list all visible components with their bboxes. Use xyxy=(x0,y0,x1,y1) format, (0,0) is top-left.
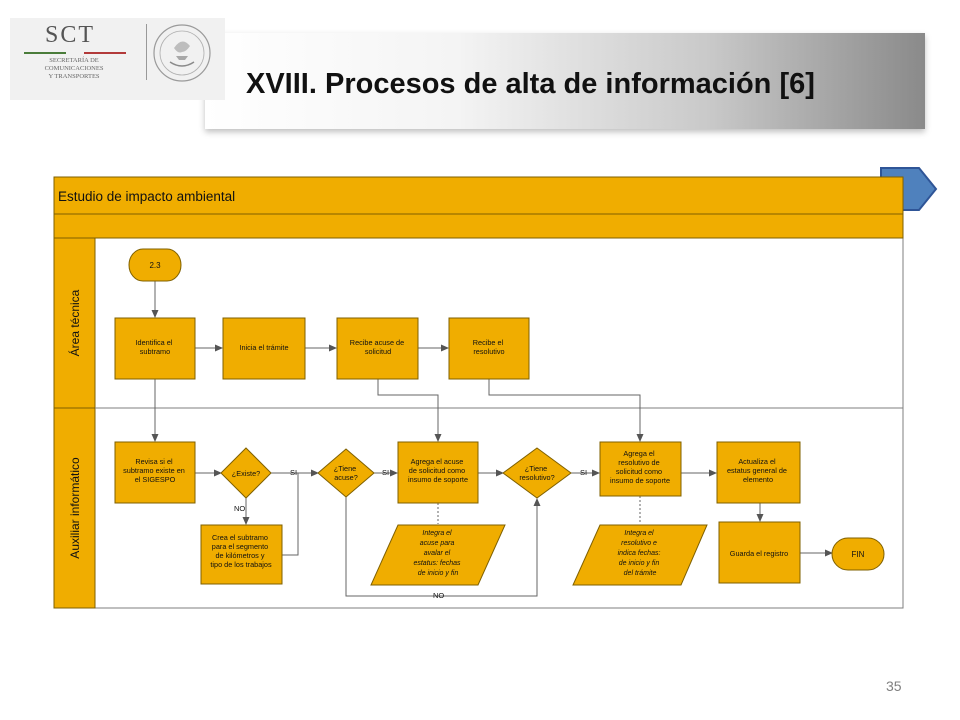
svg-text:Recibe acuse de solicitu: Recibe acuse de solicitud xyxy=(350,338,406,356)
logo-divider xyxy=(146,24,147,80)
svg-text:Recibe el resolutivo: Recibe el resolutivo xyxy=(473,338,505,356)
start-node: 2.3 xyxy=(128,248,182,282)
slide-title: XVIII. Procesos de alta de información [… xyxy=(246,68,815,100)
process-guarda-registro: Guarda el registro xyxy=(718,521,801,584)
svg-text:Inicia el trámite: Inicia el trámite xyxy=(239,343,288,352)
edge-label-si: SI xyxy=(580,468,587,477)
decision-existe: ¿Existe? xyxy=(220,447,272,499)
lane-header-area-tecnica xyxy=(53,237,96,409)
svg-text:Actualiza el estatus gen: Actualiza el estatus general de elemento xyxy=(727,457,789,484)
svg-text:Integra el acuse para: Integra el acuse para avalar el estatus:… xyxy=(413,530,462,577)
sct-logo-subtitle: SECRETARÍA DE COMUNICACIONES Y TRANSPORT… xyxy=(44,57,104,80)
title-band xyxy=(205,33,925,129)
next-slide-arrow-icon[interactable] xyxy=(879,166,939,212)
svg-text:Crea el subtramo para el: Crea el subtramo para el segmento de kil… xyxy=(210,533,272,569)
note-integra-resolutivo: Integra el resolutivo e indica fechas: d… xyxy=(572,524,708,586)
sct-logo: SCT SECRETARÍA DE COMUNICACIONES Y TRANS… xyxy=(10,18,225,100)
pool-title: Estudio de impacto ambiental xyxy=(58,189,235,204)
national-seal-icon xyxy=(153,24,211,82)
svg-text:¿Tiene acuse?: ¿Tiene acuse? xyxy=(334,464,358,482)
page-number: 35 xyxy=(886,678,902,694)
process-agrega-resolutivo: Agrega el resolutivo de solicitud como i… xyxy=(599,441,682,497)
process-agrega-acuse: Agrega el acuse de solicitud como insumo… xyxy=(397,441,479,504)
lane-header-auxiliar xyxy=(53,407,96,609)
process-recibe-acuse: Recibe acuse de solicitud xyxy=(336,317,419,380)
decision-tiene-resolutivo: ¿Tiene resolutivo? xyxy=(502,447,572,499)
process-actualiza-estatus: Actualiza el estatus general de elemento xyxy=(716,441,801,504)
process-recibe-resolutivo: Recibe el resolutivo xyxy=(448,317,530,380)
edge-label-si: SI xyxy=(382,468,389,477)
lane-label-area-tecnica: Área técnica xyxy=(67,289,82,356)
svg-text:2.3: 2.3 xyxy=(149,261,161,270)
svg-text:¿Tiene resolutivo?: ¿Tiene resolutivo? xyxy=(519,464,554,482)
svg-text:Integra el resolutivo e: Integra el resolutivo e indica fechas: d… xyxy=(618,530,663,577)
logo-rule-green xyxy=(24,52,66,54)
edge-label-no: NO xyxy=(433,591,444,600)
process-inicia-tramite: Inicia el trámite xyxy=(222,317,306,380)
process-crea-subtramo: Crea el subtramo para el segmento de kil… xyxy=(200,524,283,585)
svg-text:Guarda el registro: Guarda el registro xyxy=(730,549,788,558)
pool-title-bar xyxy=(53,176,904,215)
pool-frame xyxy=(53,176,904,609)
edge-label-si: SI xyxy=(290,468,297,477)
end-node: FIN xyxy=(831,537,885,571)
pool-subbar xyxy=(53,213,904,239)
svg-text:Revisa si el subtramo ex: Revisa si el subtramo existe en el SIGES… xyxy=(123,457,187,484)
process-identifica-subtramo: Identifica el subtramo xyxy=(114,317,196,380)
connectors xyxy=(151,281,833,597)
svg-text:Agrega el acuse de solic: Agrega el acuse de solicitud como insumo… xyxy=(408,457,468,484)
sct-logo-text: SCT xyxy=(45,22,96,48)
svg-text:Agrega el resolutivo de: Agrega el resolutivo de solicitud como i… xyxy=(610,449,670,485)
process-revisa-subtramo: Revisa si el subtramo existe en el SIGES… xyxy=(114,441,196,504)
svg-text:¿Existe?: ¿Existe? xyxy=(232,469,260,478)
logo-rule-red xyxy=(84,52,126,54)
edge-label-no: NO xyxy=(234,504,245,513)
lane-label-auxiliar: Auxiliar informático xyxy=(68,457,82,559)
svg-text:FIN: FIN xyxy=(852,550,865,559)
svg-text:Identifica el subtramo: Identifica el subtramo xyxy=(136,338,175,356)
decision-tiene-acuse: ¿Tiene acuse? xyxy=(317,448,375,498)
note-integra-acuse: Integra el acuse para avalar el estatus:… xyxy=(370,524,506,586)
